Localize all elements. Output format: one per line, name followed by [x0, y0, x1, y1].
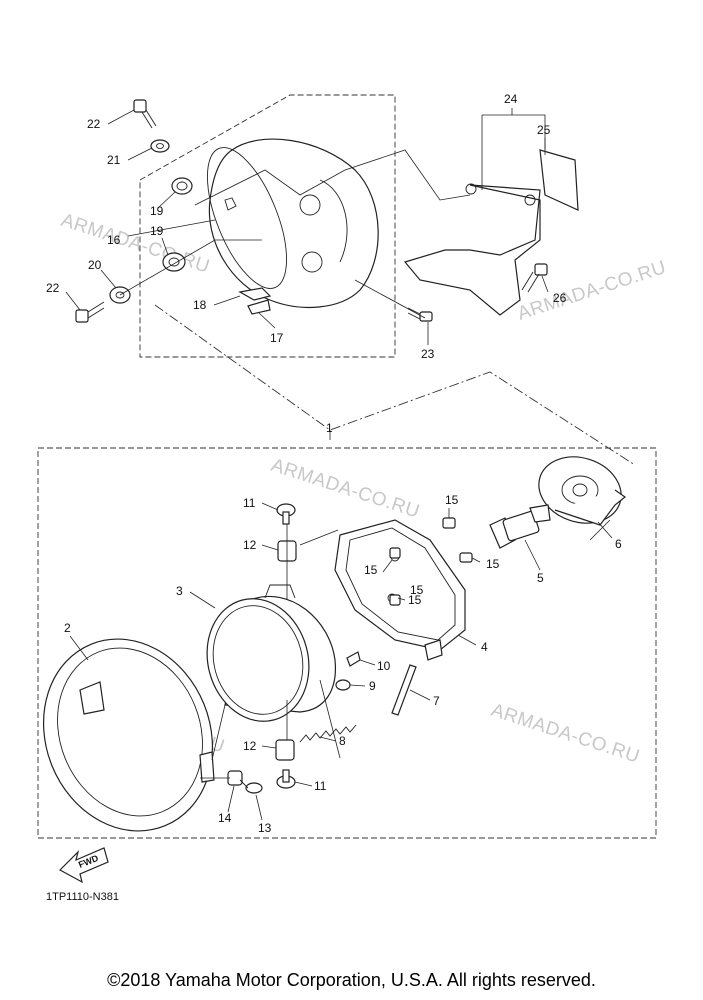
- diagram-code: 1TP1110-N381: [46, 891, 119, 903]
- callout-label: 19: [150, 224, 164, 238]
- callout-label: 5: [537, 571, 544, 585]
- headlight-unit-group-outline: [37, 447, 657, 839]
- callout-label: 25: [537, 123, 551, 137]
- callout-label: 6: [615, 537, 622, 551]
- screw: [407, 307, 433, 322]
- bulb-socket-cover: [538, 456, 627, 526]
- adjusting-screw: [391, 664, 417, 716]
- callout-label: 3: [176, 584, 183, 598]
- assembly-line: [194, 149, 471, 206]
- callout-label: 1: [326, 421, 333, 435]
- callout-label: 15: [410, 583, 424, 597]
- watermark: ARMADA-CO.RU: [488, 700, 642, 768]
- assembly-line: [154, 304, 636, 466]
- callout-label: 8: [339, 734, 346, 748]
- callout-label: 7: [433, 694, 440, 708]
- washer: [150, 139, 170, 153]
- callout-label: 20: [88, 258, 102, 272]
- headlight-bulb: [489, 504, 551, 549]
- nut: [335, 679, 351, 691]
- screw: [276, 503, 296, 789]
- callout-label: 11: [243, 496, 256, 510]
- headlight-lens-unit: [206, 584, 337, 722]
- callout-label: 13: [258, 821, 272, 835]
- spring: [299, 724, 357, 743]
- callout-label: 24: [504, 92, 518, 106]
- assembly-line: [119, 239, 262, 296]
- callout-label: 18: [193, 298, 207, 312]
- screw: [389, 517, 473, 606]
- assembly-line: [354, 279, 426, 319]
- callout-label: 21: [107, 153, 121, 167]
- callout-label: 22: [87, 117, 101, 131]
- headlight-housing: [207, 138, 379, 308]
- callout-label: 15: [486, 557, 500, 571]
- callout-label: 15: [408, 593, 422, 607]
- callout-label: 11: [314, 779, 327, 793]
- callout-label: 22: [46, 281, 60, 295]
- callout-label: 12: [243, 739, 257, 753]
- bolt: [75, 99, 157, 323]
- callout-label: 12: [243, 538, 257, 552]
- callout-label: 10: [377, 659, 391, 673]
- screw: [239, 779, 263, 794]
- assembly-line: [200, 519, 611, 779]
- callout-label: 17: [270, 331, 284, 345]
- headlight-bracket: [403, 149, 579, 316]
- lens-mounting-bracket: [334, 519, 466, 661]
- housing-group-outline: [139, 94, 396, 358]
- callout-label: 15: [364, 563, 378, 577]
- grommet: [162, 177, 193, 272]
- callout-label: 9: [369, 679, 376, 693]
- callout-label: 2: [64, 621, 71, 635]
- callout-label: 15: [445, 493, 459, 507]
- callout-label: 16: [107, 233, 121, 247]
- headlight-rim: [42, 638, 215, 832]
- forward-arrow-icon: FWD: [59, 847, 109, 884]
- callout-label: 4: [481, 640, 488, 654]
- callout-label: 19: [150, 204, 164, 218]
- damper: [227, 770, 243, 786]
- damper: [275, 540, 297, 761]
- callout-label: 14: [218, 811, 232, 825]
- bolt: [521, 263, 548, 293]
- callout-label: 23: [421, 347, 435, 361]
- callout-label: 26: [553, 291, 567, 305]
- copyright-notice: ©2018 Yamaha Motor Corporation, U.S.A. A…: [107, 970, 596, 990]
- watermark: ARMADA-CO.RU: [58, 210, 212, 278]
- pin: [346, 651, 361, 667]
- cord-clip: [238, 287, 272, 315]
